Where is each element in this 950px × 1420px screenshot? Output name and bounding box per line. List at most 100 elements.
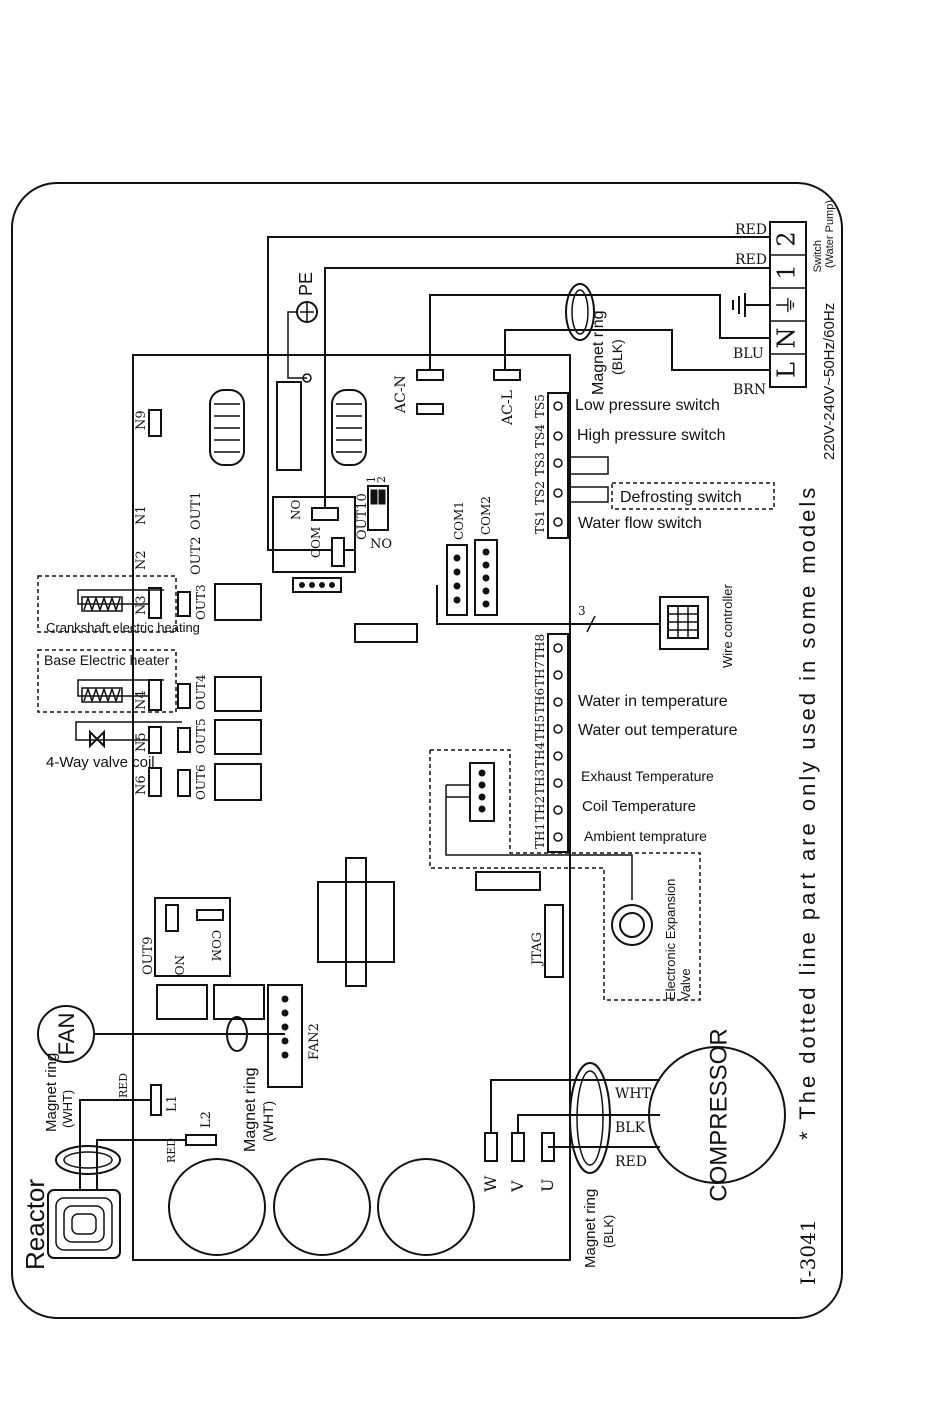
crankshaft-optional-box <box>37 575 177 633</box>
out9-no-label: NO <box>172 955 186 976</box>
base-heater-wire <box>77 679 164 697</box>
pin-header <box>292 577 342 593</box>
wire-red-2: RED <box>735 222 767 238</box>
u-label: U <box>538 1179 557 1192</box>
reactor-ring-label: Magnet ring <box>43 1053 60 1132</box>
compressor-label: COMPRESSOR <box>705 1028 732 1201</box>
terminal-label-ground: ⏚ <box>774 294 799 316</box>
ac-l-label: AC-L <box>500 390 516 426</box>
defrost-label: Defrosting switch <box>620 489 742 506</box>
water-in-label: Water in temperature <box>578 693 728 710</box>
ic-chip-2 <box>475 871 541 891</box>
w-label: W <box>481 1175 500 1192</box>
reactor-wire-1 <box>79 1099 151 1190</box>
magnet-ring-power-label: Magnet ring <box>590 311 607 396</box>
wire-count-label: 3 <box>578 604 586 618</box>
out9-com-label: COM <box>209 930 223 961</box>
fan-ring-label: Magnet ring <box>242 1068 259 1153</box>
out10-no2-label: NO <box>370 537 392 552</box>
th6-label: TH6 <box>533 688 547 714</box>
th1-label: TH1 <box>533 823 547 849</box>
out3-label: OUT3 <box>194 584 208 620</box>
model-code: I-3041 <box>796 1219 820 1285</box>
ts1-label: TS1 <box>533 510 547 534</box>
terminal-label-l: L <box>773 362 801 378</box>
v-terminal <box>511 1132 525 1162</box>
reactor-icon <box>47 1189 121 1259</box>
magnet-ring-power <box>565 283 595 341</box>
out9-label: OUT9 <box>141 936 156 975</box>
jtag-label: JTAG <box>530 932 545 967</box>
th2-label: TH2 <box>533 796 547 822</box>
out6-label: OUT6 <box>194 764 208 800</box>
v-label: V <box>508 1180 527 1193</box>
power-terminal-block: 2 1 ⏚ N L <box>769 221 807 388</box>
th-connector-block <box>547 633 569 853</box>
switch-label: Switch <box>812 240 824 272</box>
fan-icon <box>37 1005 95 1063</box>
out4-label: OUT4 <box>194 674 208 710</box>
ts5-label: TS5 <box>533 394 547 418</box>
outer-frame <box>11 182 843 1319</box>
low-pressure-label: Low pressure switch <box>575 397 720 414</box>
exhaust-label: Exhaust Temperature <box>581 768 714 784</box>
comp-ring-label: Magnet ring <box>582 1189 599 1268</box>
four-way-valve-label: 4-Way valve coil <box>46 754 155 771</box>
com2-label: COM2 <box>479 496 493 535</box>
out10-com-label: COM <box>309 527 323 558</box>
ambient-label: Ambient temprature <box>584 828 707 844</box>
fan-ring-color: (WHT) <box>260 1101 276 1142</box>
out5-label: OUT5 <box>194 718 208 754</box>
eev-label-1: Electronic Expansion <box>663 879 678 1000</box>
ts3-jumper <box>568 456 609 475</box>
wire-blu: BLU <box>733 346 764 362</box>
pe-label: PE <box>296 272 316 296</box>
terminal-label-n: N <box>773 328 801 349</box>
ts-connector-block <box>547 392 569 539</box>
fan-label: FAN <box>54 1013 79 1056</box>
n5-label: N5 <box>134 732 149 752</box>
comp-wire-wht-label: WHT <box>615 1086 652 1102</box>
dotted-line-note: * The dotted line part are only used in … <box>795 485 820 1140</box>
dip-label-1: 1 <box>365 476 378 483</box>
wire-neutral <box>429 294 770 370</box>
ac-n-label: AC-N <box>393 375 409 414</box>
four-way-valve-icon <box>89 729 105 749</box>
n4-pin <box>148 679 162 711</box>
th3-label: TH3 <box>533 769 547 795</box>
l2-label: L2 <box>199 1111 214 1128</box>
pe-ground <box>287 301 318 383</box>
l1-red-label: RED <box>117 1073 130 1098</box>
w-terminal <box>484 1132 498 1162</box>
comp-wire-red-label: RED <box>615 1154 647 1170</box>
fan2-label: FAN2 <box>307 1023 322 1060</box>
ts2-label: TS2 <box>533 481 547 505</box>
th4-label: TH4 <box>533 742 547 768</box>
water-out-label: Water out temperature <box>578 722 738 739</box>
capacitor-1 <box>168 1158 266 1256</box>
wire-live <box>504 329 770 371</box>
n4-label: N4 <box>134 690 149 710</box>
ic-chip <box>354 623 418 643</box>
fan-magnet-ring <box>226 1016 248 1052</box>
out10-label: OUT10 <box>355 493 370 540</box>
base-heater-label: Base Electric heater <box>44 652 170 668</box>
out2-label: OUT2 <box>189 536 204 575</box>
wire-brn: BRN <box>733 382 766 398</box>
th7-label: TH7 <box>533 661 547 687</box>
capacitor-2 <box>273 1158 371 1256</box>
choke-coil-2 <box>331 389 367 466</box>
l2-terminal <box>185 1134 217 1146</box>
crankshaft-heater-icon <box>81 595 123 613</box>
defrost-optional-box <box>611 482 775 510</box>
n1-label: N1 <box>134 505 149 525</box>
n2-label: N2 <box>134 550 149 570</box>
cap-2 <box>213 984 265 1020</box>
ground-symbol-terminal <box>732 293 770 317</box>
reactor-magnet-ring <box>55 1145 121 1175</box>
eev-optional-region <box>429 749 701 1001</box>
coil-temp-label: Coil Temperature <box>582 798 696 815</box>
high-pressure-label: High pressure switch <box>577 427 726 444</box>
base-heater-icon <box>81 686 123 704</box>
n6-pin <box>148 767 162 797</box>
